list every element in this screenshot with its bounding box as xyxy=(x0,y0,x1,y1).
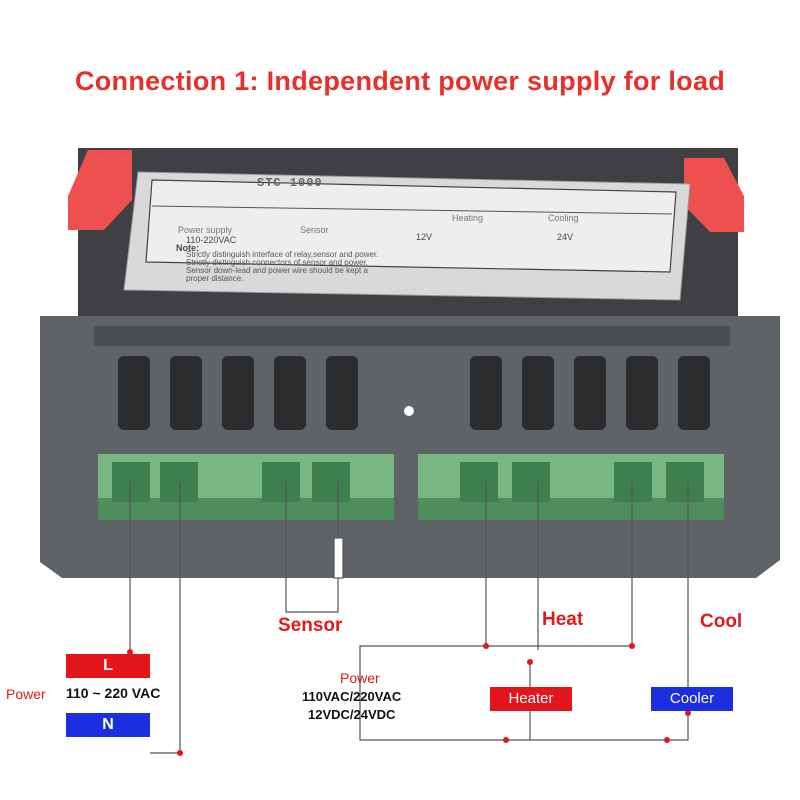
dot xyxy=(685,710,691,716)
terminal-7 xyxy=(614,462,652,502)
vent-slot xyxy=(626,356,658,430)
note-line: proper distance. xyxy=(186,274,244,283)
terminal-4 xyxy=(312,462,350,502)
vent-slot xyxy=(118,356,150,430)
voltage-line-2: 12VDC/24VDC xyxy=(308,707,396,722)
label-frame xyxy=(145,179,677,273)
vent-slot xyxy=(574,356,606,430)
voltage-ac-label: 110-220VAC xyxy=(186,235,237,245)
cooler-box: Cooler xyxy=(651,687,733,711)
dot xyxy=(629,643,635,649)
dot xyxy=(483,643,489,649)
neutral-terminal-box: N xyxy=(66,713,150,737)
terminal-8 xyxy=(666,462,704,502)
device-front xyxy=(40,316,780,578)
vent-slot xyxy=(470,356,502,430)
heater-box: Heater xyxy=(490,687,572,711)
note-line: Strictly distinguish interface of relay,… xyxy=(186,250,379,259)
sensor-resistor xyxy=(333,537,344,579)
vent-slot xyxy=(274,356,306,430)
right-clip xyxy=(684,158,744,232)
power-supply-label: Power supply xyxy=(178,225,233,235)
center-hole xyxy=(404,406,414,416)
cooling-label: Cooling xyxy=(548,213,579,223)
label-circuit-line xyxy=(151,205,673,215)
voltage-24-label: 24V xyxy=(557,232,574,242)
terminal-5 xyxy=(460,462,498,502)
dot xyxy=(177,750,183,756)
power-mid-label: Power xyxy=(340,670,380,686)
wire-power-loop xyxy=(359,482,689,741)
note-title: Note: xyxy=(176,243,199,253)
voltage-range-label: 110 ~ 220 VAC xyxy=(66,685,161,701)
power-left-label: Power xyxy=(6,686,46,702)
junction-dots xyxy=(127,643,691,756)
vent-slot xyxy=(222,356,254,430)
terminal-2 xyxy=(160,462,198,502)
dot xyxy=(127,649,133,655)
wire-heat xyxy=(486,482,632,650)
vent-slot xyxy=(522,356,554,430)
vent-slot xyxy=(170,356,202,430)
cool-label: Cool xyxy=(700,611,743,632)
voltage-line-1: 110VAC/220VAC xyxy=(302,689,402,704)
vent-slot xyxy=(326,356,358,430)
left-clip xyxy=(68,150,132,230)
terminal-1 xyxy=(112,462,150,502)
dot xyxy=(664,737,670,743)
device xyxy=(40,148,780,578)
heat-label: Heat xyxy=(542,609,584,630)
model-label: STC-1000 xyxy=(257,176,323,190)
terminal-6 xyxy=(512,462,550,502)
voltage-12-label: 12V xyxy=(416,232,433,242)
front-top-rail xyxy=(94,326,730,346)
terminal-base-right xyxy=(418,498,724,520)
diagram-title: Connection 1: Independent power supply f… xyxy=(74,66,726,96)
terminal-base-left xyxy=(98,498,394,520)
sensor-label: Sensor xyxy=(278,615,343,636)
vent-slot xyxy=(678,356,710,430)
dot xyxy=(503,737,509,743)
sensor-sticker-label: Sensor xyxy=(300,225,329,235)
note-line: Strictly distinguish connectors of senso… xyxy=(186,258,368,267)
terminal-3 xyxy=(262,462,300,502)
live-terminal-box: L xyxy=(66,654,150,678)
heating-label: Heating xyxy=(452,213,484,223)
dot xyxy=(527,659,533,665)
note-line: Sensor down-lead and power wire should b… xyxy=(186,266,368,275)
